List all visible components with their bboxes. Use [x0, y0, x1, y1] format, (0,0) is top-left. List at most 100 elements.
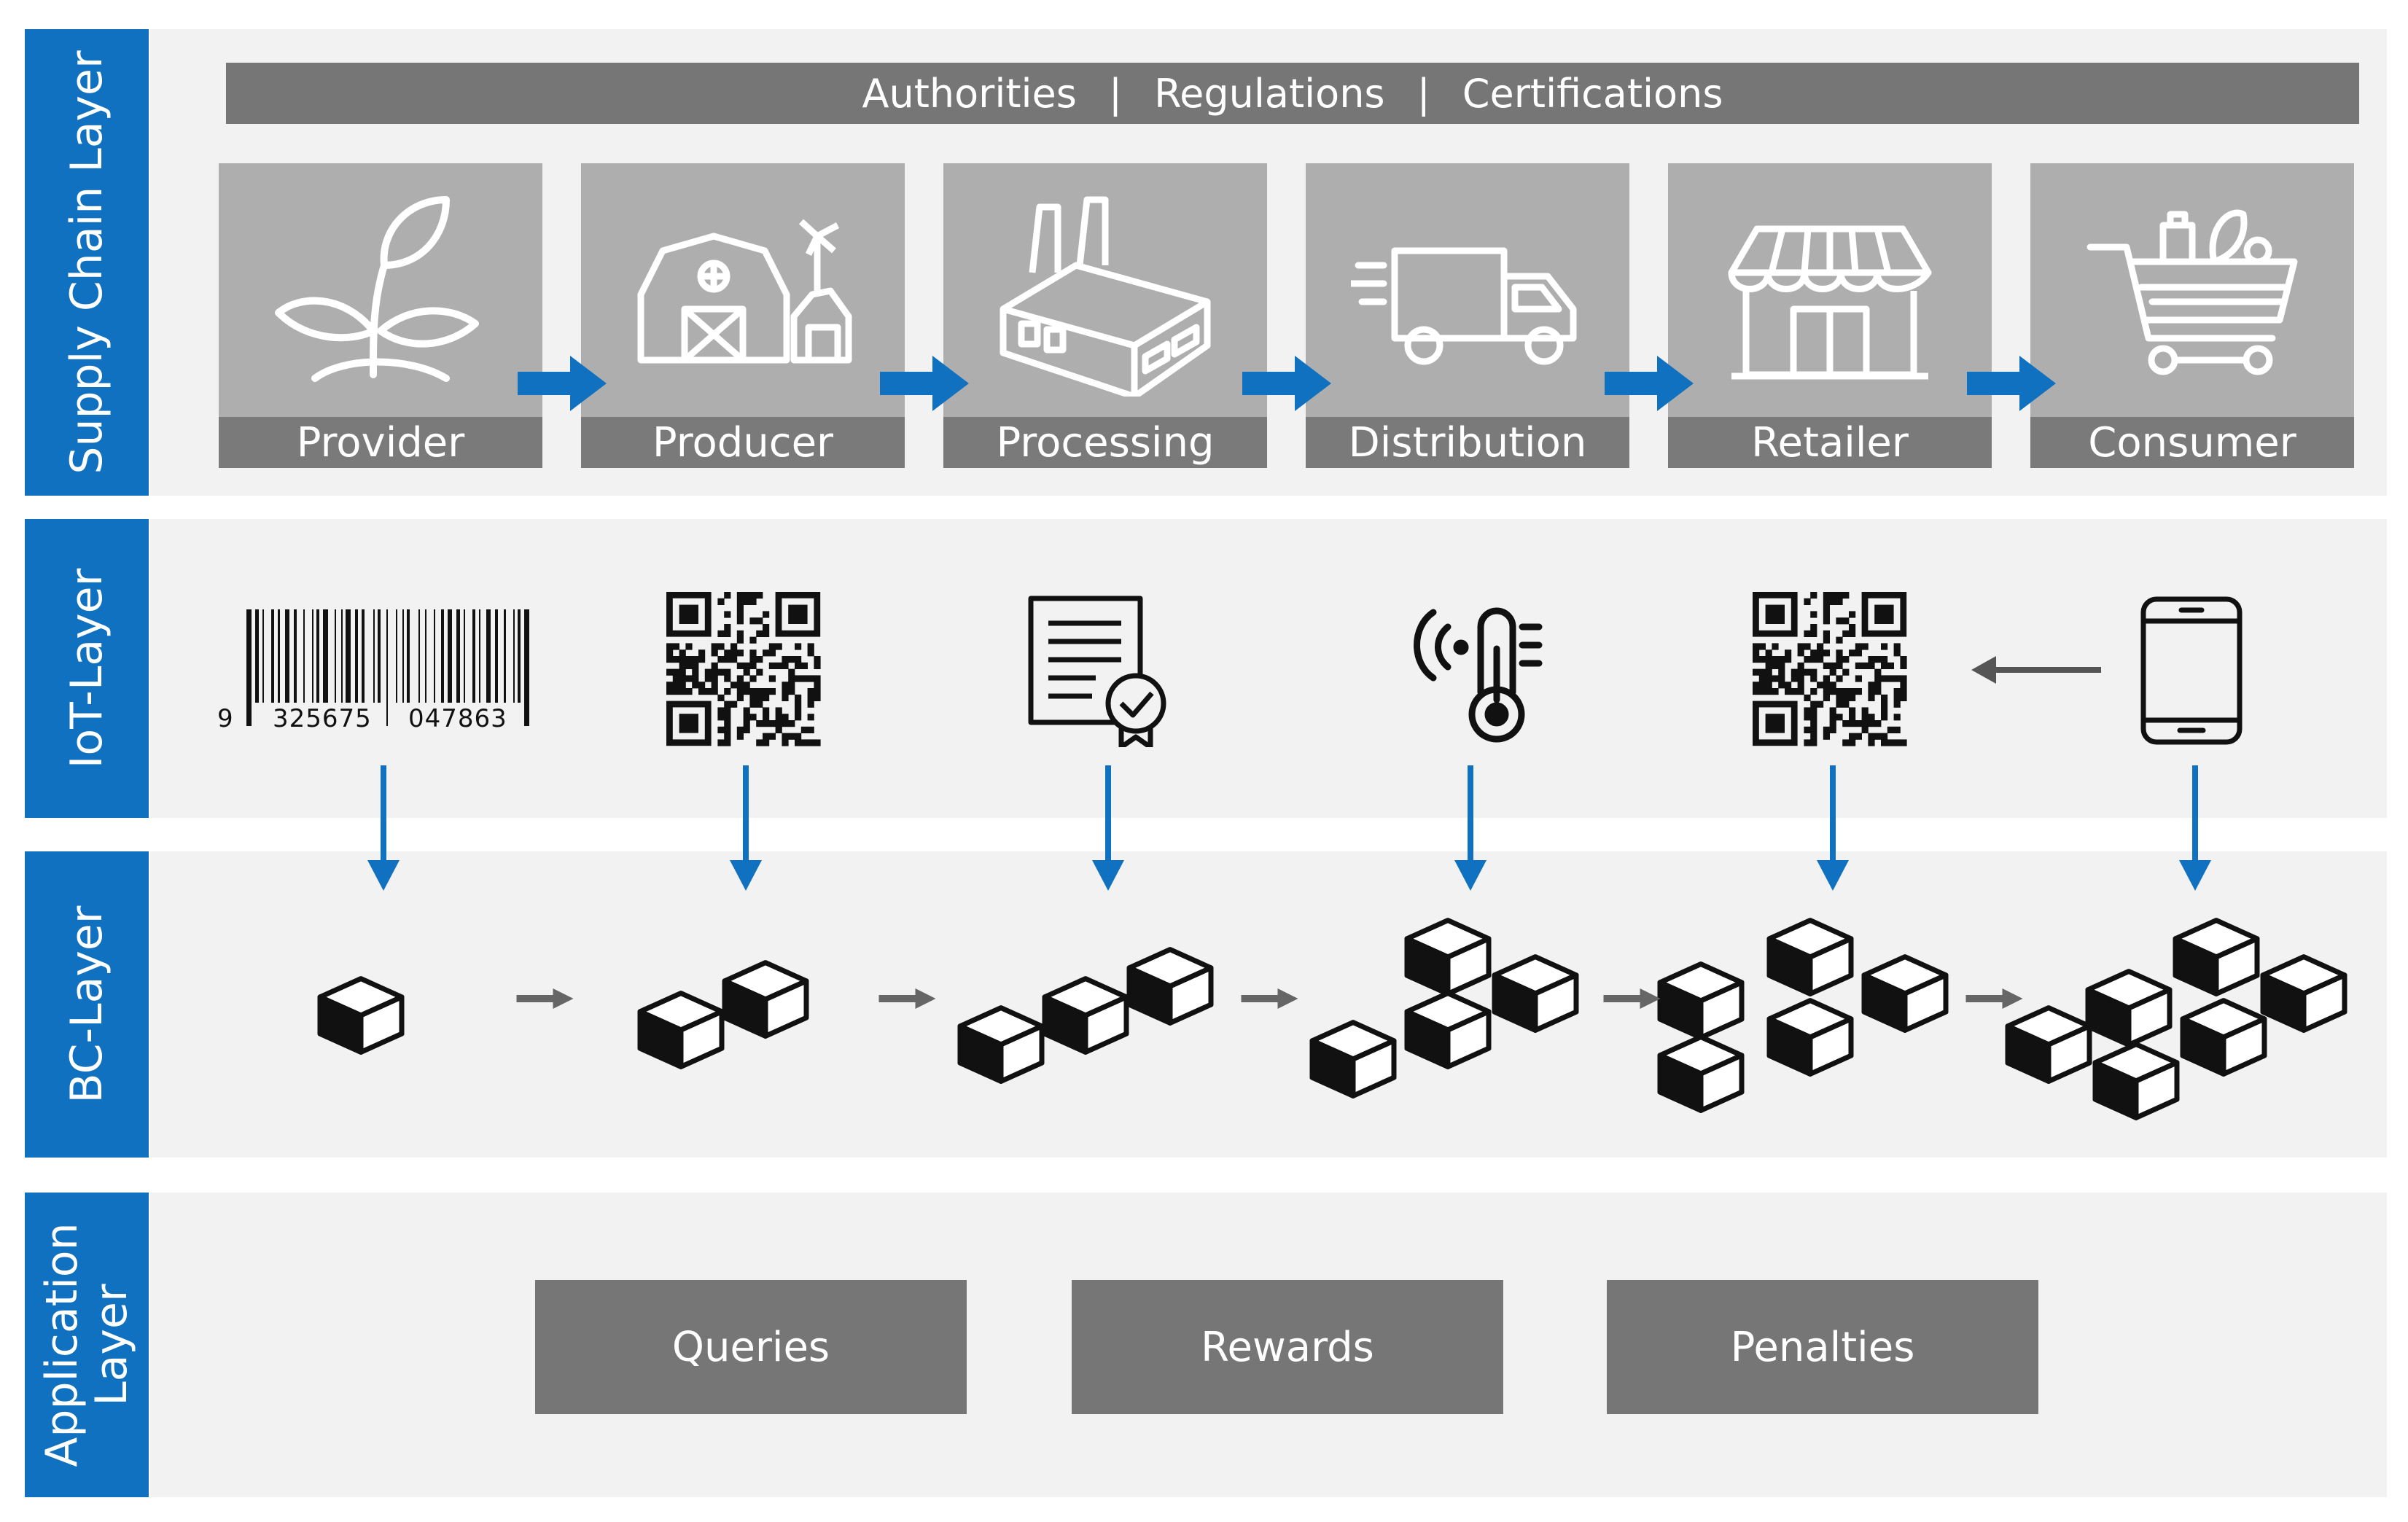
qr-module: [711, 643, 718, 650]
qr-module: [1817, 682, 1824, 689]
barcode-bar: [284, 609, 290, 703]
governance-certifications: Certifications: [1462, 70, 1723, 117]
plant-icon: [275, 196, 479, 382]
qr-module: [788, 733, 795, 740]
qr-module: [768, 643, 776, 650]
block-cube: [1126, 947, 1214, 1026]
qr-module: [807, 739, 814, 746]
qr-module: [1753, 649, 1760, 657]
qr-module: [756, 592, 763, 599]
flow-arrow-icon: [518, 356, 607, 411]
supply-chain-layer-tab: Supply Chain Layer: [25, 29, 149, 496]
block-cube: [1492, 954, 1579, 1033]
qr-module: [692, 662, 699, 669]
qr-module: [736, 733, 744, 740]
qr-module: [788, 720, 795, 727]
qr-module: [749, 617, 757, 625]
barn-icon: [637, 219, 852, 364]
qr-module: [1785, 682, 1792, 689]
barcode-bar: [504, 609, 506, 703]
qr-module: [1810, 739, 1817, 746]
queries-box: Queries: [535, 1280, 967, 1414]
qr-module: [1836, 688, 1843, 695]
qr-module: [743, 707, 750, 714]
qr-module: [672, 688, 679, 695]
bc-band: [150, 851, 2387, 1158]
qr-module: [1861, 643, 1869, 650]
qr-module: [763, 611, 770, 618]
qr-module: [1842, 668, 1850, 676]
qr-module: [1887, 675, 1894, 682]
qr-module: [1849, 624, 1856, 631]
qr-module: [743, 688, 750, 695]
qr-finder: [1874, 604, 1894, 624]
down-arrow-icon: [1817, 765, 1849, 891]
barcode-bar: [255, 609, 259, 703]
block-cube: [2092, 1042, 2180, 1120]
stage-provider: Provider: [219, 163, 542, 468]
qr-module: [1874, 682, 1882, 689]
qr-module: [736, 592, 744, 599]
qr-module: [1881, 662, 1888, 669]
qr-module: [1861, 726, 1869, 733]
qr-module: [679, 662, 686, 669]
qr-module: [1849, 739, 1856, 746]
qr-module: [1836, 656, 1843, 663]
qr-module: [749, 598, 757, 605]
qr-module: [756, 700, 763, 708]
qr-module: [1823, 675, 1830, 682]
barcode-bar: [303, 609, 305, 703]
qr-module: [736, 662, 744, 669]
qr-module: [1861, 707, 1869, 714]
qr-module: [1893, 688, 1901, 695]
qr-module: [782, 688, 789, 695]
shopping-cart-icon: [2086, 209, 2298, 375]
block-cube: [2173, 918, 2260, 996]
qr-module: [679, 688, 686, 695]
qr-module: [1868, 662, 1875, 669]
qr-module: [1836, 592, 1843, 599]
qr-module: [756, 694, 763, 701]
qr-module: [1868, 682, 1875, 689]
qr-module: [724, 733, 731, 740]
qr-module: [1874, 668, 1882, 676]
qr-module: [814, 656, 821, 663]
qr-module: [1810, 675, 1817, 682]
qr-module: [711, 675, 718, 682]
qr-module: [1785, 649, 1792, 657]
qr-module: [717, 598, 725, 605]
qr-module: [736, 694, 744, 701]
qr-module: [698, 682, 706, 689]
qr-module: [1881, 694, 1888, 701]
qr-module: [1893, 694, 1901, 701]
qr-module: [672, 668, 679, 676]
qr-module: [679, 682, 686, 689]
qr-module: [1900, 694, 1907, 701]
qr-module: [756, 630, 763, 637]
qr-module: [763, 739, 770, 746]
qr-module: [717, 714, 725, 721]
qr-module: [795, 643, 802, 650]
qr-module: [679, 675, 686, 682]
qr-module: [1765, 649, 1772, 657]
qr-module: [1823, 649, 1830, 657]
barcode-bar: [354, 609, 359, 703]
qr-module: [1868, 733, 1875, 740]
qr-module: [768, 662, 776, 669]
flow-arrow-icon: [880, 356, 969, 411]
qr-module: [724, 714, 731, 721]
qr-module: [743, 714, 750, 721]
stage-label: Retailer: [1668, 417, 1992, 468]
qr-module: [1772, 662, 1779, 669]
qr-module: [782, 682, 789, 689]
flow-arrow-icon: [1605, 356, 1694, 411]
qr-module: [711, 649, 718, 657]
flow-arrow-icon: [1967, 356, 2056, 411]
qr-module: [795, 700, 802, 708]
barcode-bar: [271, 609, 275, 703]
qr-module: [1842, 700, 1850, 708]
chain-arrow-icon: [516, 988, 574, 1009]
qr-module: [1829, 598, 1836, 605]
qr-module: [763, 630, 770, 637]
qr-module: [1868, 739, 1875, 746]
